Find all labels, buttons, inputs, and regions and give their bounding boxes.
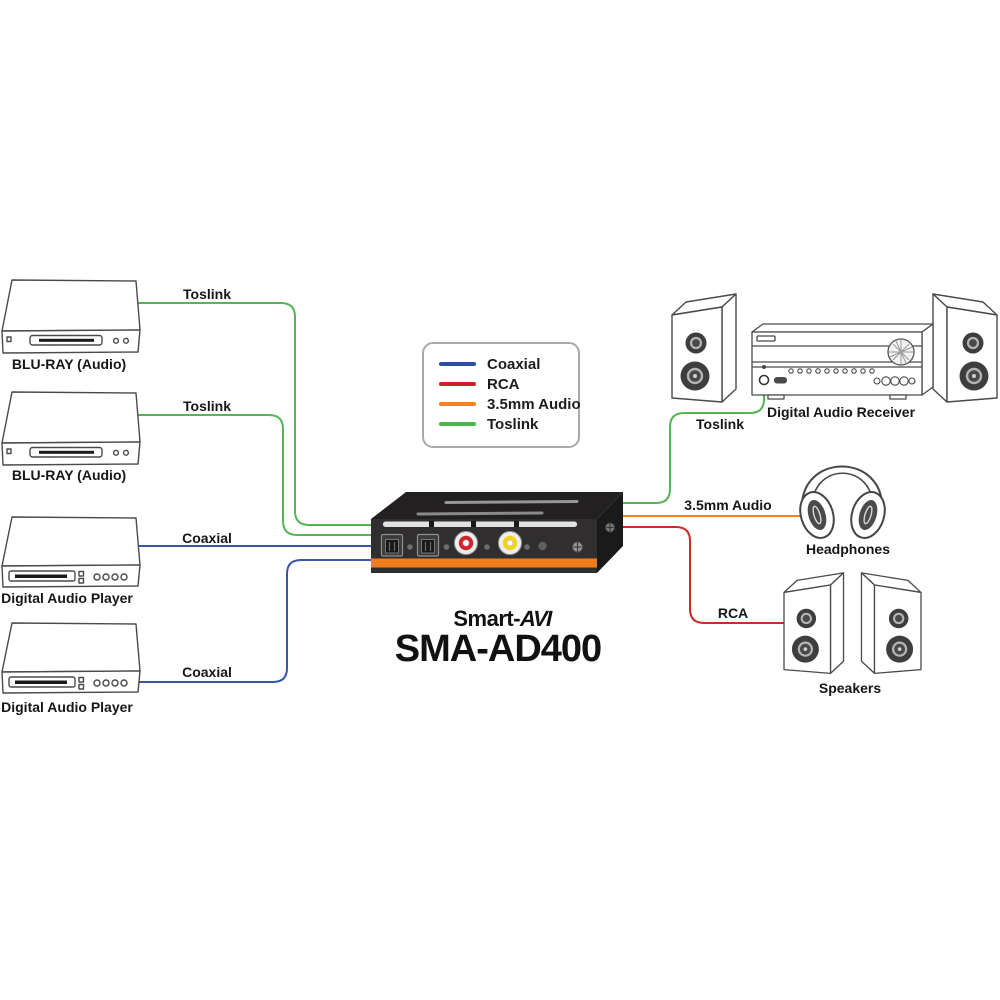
sma-ad400-device-illustration [371, 492, 623, 573]
headphones-illustration [799, 465, 886, 539]
toslink-line-swatch [439, 422, 476, 426]
legend-item-35mm: 3.5mm Audio [439, 394, 581, 414]
legend-label-35mm: 3.5mm Audio [487, 395, 581, 413]
screw-icon [605, 522, 615, 533]
legend-item-coaxial: Coaxial [439, 354, 578, 374]
brand-prefix: Smart- [453, 606, 521, 631]
digital-audio-player-1-illustration [1, 516, 141, 588]
toslink-port-icon [380, 533, 404, 557]
bluray-player-2-illustration [1, 391, 141, 466]
receiver-label: Digital Audio Receiver [766, 404, 916, 420]
volume-knob-icon [887, 338, 915, 366]
bluray-player-1-illustration [1, 279, 141, 354]
digital-audio-receiver-illustration [751, 323, 934, 400]
bluray2-label: BLU-RAY (Audio) [11, 467, 127, 483]
digital-audio-player-2-illustration [1, 622, 141, 694]
player2-label: Digital Audio Player [1, 699, 133, 715]
receiver-speaker-right-illustration [931, 292, 999, 404]
cable-toslink-bluray2 [138, 414, 374, 536]
cable-label-coaxial-2: Coaxial [182, 664, 232, 680]
legend-item-rca: RCA [439, 374, 578, 394]
stereo-speaker-left-illustration [782, 571, 845, 675]
legend-label-coaxial: Coaxial [487, 355, 541, 373]
cable-rca-speakers [612, 526, 784, 624]
cable-label-toslink-1: Toslink [183, 286, 231, 302]
cable-toslink-bluray1 [138, 302, 374, 526]
35mm-line-swatch [439, 402, 476, 406]
cable-coaxial-player2 [137, 559, 374, 683]
headphones-label: Headphones [805, 541, 891, 557]
cable-label-toslink-2: Toslink [183, 398, 231, 414]
speakers-label: Speakers [818, 680, 882, 696]
product-model: SMA-AD400 [394, 628, 602, 670]
legend-label-toslink: Toslink [487, 415, 539, 433]
legend: Coaxial RCA 3.5mm Audio Toslink [422, 342, 581, 448]
receiver-speaker-left-illustration [670, 292, 738, 404]
brand-logo: Smart-AVI [453, 606, 553, 632]
rca-jack-yellow-icon [498, 531, 522, 555]
legend-item-toslink: Toslink [439, 414, 578, 434]
cable-label-rca-out: RCA [717, 605, 749, 621]
toslink-port-icon [416, 533, 440, 557]
screw-icon [572, 541, 583, 553]
cable-toslink-receiver [612, 393, 765, 504]
legend-label-rca: RCA [487, 375, 520, 393]
stereo-speaker-right-illustration [860, 571, 923, 675]
rca-jack-red-icon [454, 531, 478, 555]
cable-label-toslink-out: Toslink [696, 416, 744, 432]
player1-label: Digital Audio Player [1, 590, 133, 606]
bluray1-label: BLU-RAY (Audio) [11, 356, 127, 372]
cable-label-35mm-out: 3.5mm Audio [684, 497, 772, 513]
cable-label-coaxial-1: Coaxial [182, 530, 232, 546]
coaxial-line-swatch [439, 362, 476, 366]
rca-line-swatch [439, 382, 476, 386]
